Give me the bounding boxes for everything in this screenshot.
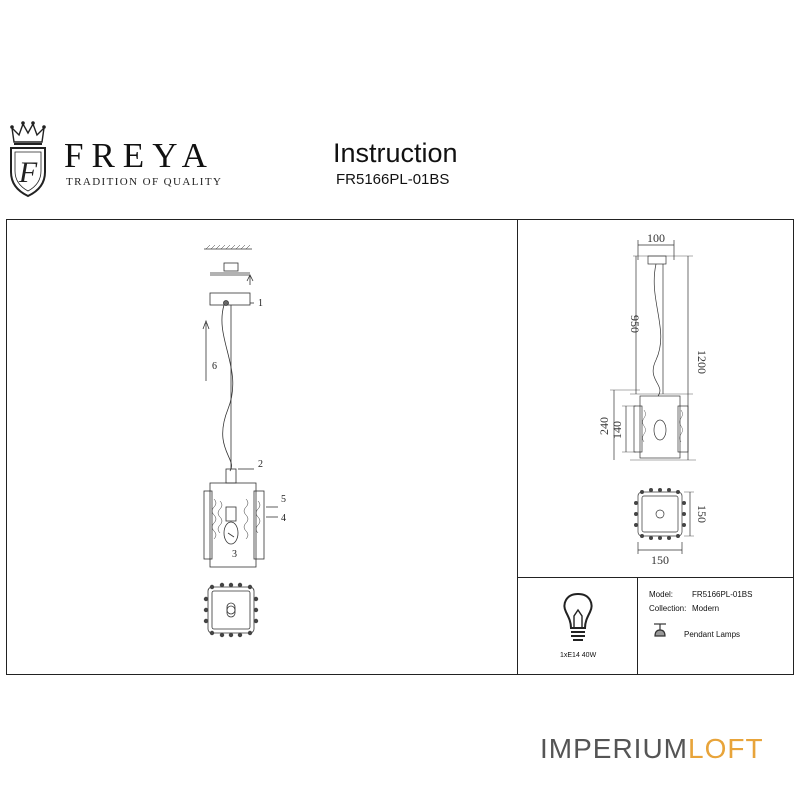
pendant-lamp-icon bbox=[654, 623, 666, 637]
watermark-part1: IMPERIUM bbox=[540, 733, 688, 764]
instruction-frame bbox=[6, 219, 794, 675]
brand-name: FREYA bbox=[64, 136, 215, 175]
callout-4: 4 bbox=[281, 513, 286, 524]
imperiumloft-watermark: IMPERIUMLOFT bbox=[540, 735, 764, 763]
brand-tagline: TRADITION OF QUALITY bbox=[66, 176, 223, 188]
shade-top-view bbox=[203, 582, 259, 638]
frame-divider-horizontal bbox=[517, 577, 794, 578]
frame-divider-vertical bbox=[517, 219, 518, 675]
logo-monogram: F bbox=[18, 156, 38, 189]
dim-shade-height: 240 bbox=[597, 417, 611, 435]
shade-top-view bbox=[634, 488, 686, 540]
model-code: FR5166PL-01BS bbox=[336, 171, 450, 188]
dimension-diagram: 100 950 1200 240 140 150 150 bbox=[597, 231, 709, 567]
dim-top-width: 100 bbox=[647, 231, 665, 245]
assembly-diagram: 1 2 3 4 5 6 bbox=[202, 244, 286, 638]
callout-5: 5 bbox=[281, 494, 286, 505]
lamp-bulb bbox=[223, 521, 239, 545]
shade-frame bbox=[209, 482, 257, 568]
page-title: Instruction bbox=[333, 138, 458, 168]
callout-3: 3 bbox=[232, 549, 237, 560]
model-value: FR5166PL-01BS bbox=[692, 590, 753, 599]
collection-label: Collection: bbox=[649, 604, 687, 613]
model-label: Model: bbox=[649, 590, 674, 599]
ceiling-hatch bbox=[204, 244, 252, 250]
canopy bbox=[647, 255, 667, 265]
callout-2: 2 bbox=[258, 459, 263, 470]
dim-base-width: 150 bbox=[651, 553, 669, 567]
info-divider-vertical bbox=[637, 577, 638, 675]
dim-cord-length: 950 bbox=[628, 315, 642, 333]
power-wire bbox=[221, 304, 234, 472]
crystal-panel-right bbox=[253, 490, 265, 560]
callout-1: 1 bbox=[258, 298, 263, 309]
callout-6: 6 bbox=[212, 361, 217, 372]
bulb-spec: 1xE14 40W bbox=[560, 652, 597, 659]
crystal-panel-left bbox=[203, 490, 213, 560]
dim-base-depth: 150 bbox=[695, 505, 709, 523]
mounting-bracket bbox=[210, 262, 254, 285]
light-bulb-icon bbox=[563, 592, 593, 641]
lamp-socket bbox=[225, 506, 237, 522]
top-cap bbox=[225, 468, 237, 484]
dim-total-height: 1200 bbox=[695, 350, 709, 374]
dim-inner-height: 140 bbox=[610, 421, 624, 439]
watermark-part2: LOFT bbox=[688, 733, 764, 764]
type-label: Pendant Lamps bbox=[684, 630, 741, 639]
canopy bbox=[209, 292, 251, 306]
collection-value: Modern bbox=[692, 604, 720, 613]
freya-crest-logo-icon: F bbox=[10, 121, 46, 198]
shade-front-view bbox=[639, 395, 681, 459]
